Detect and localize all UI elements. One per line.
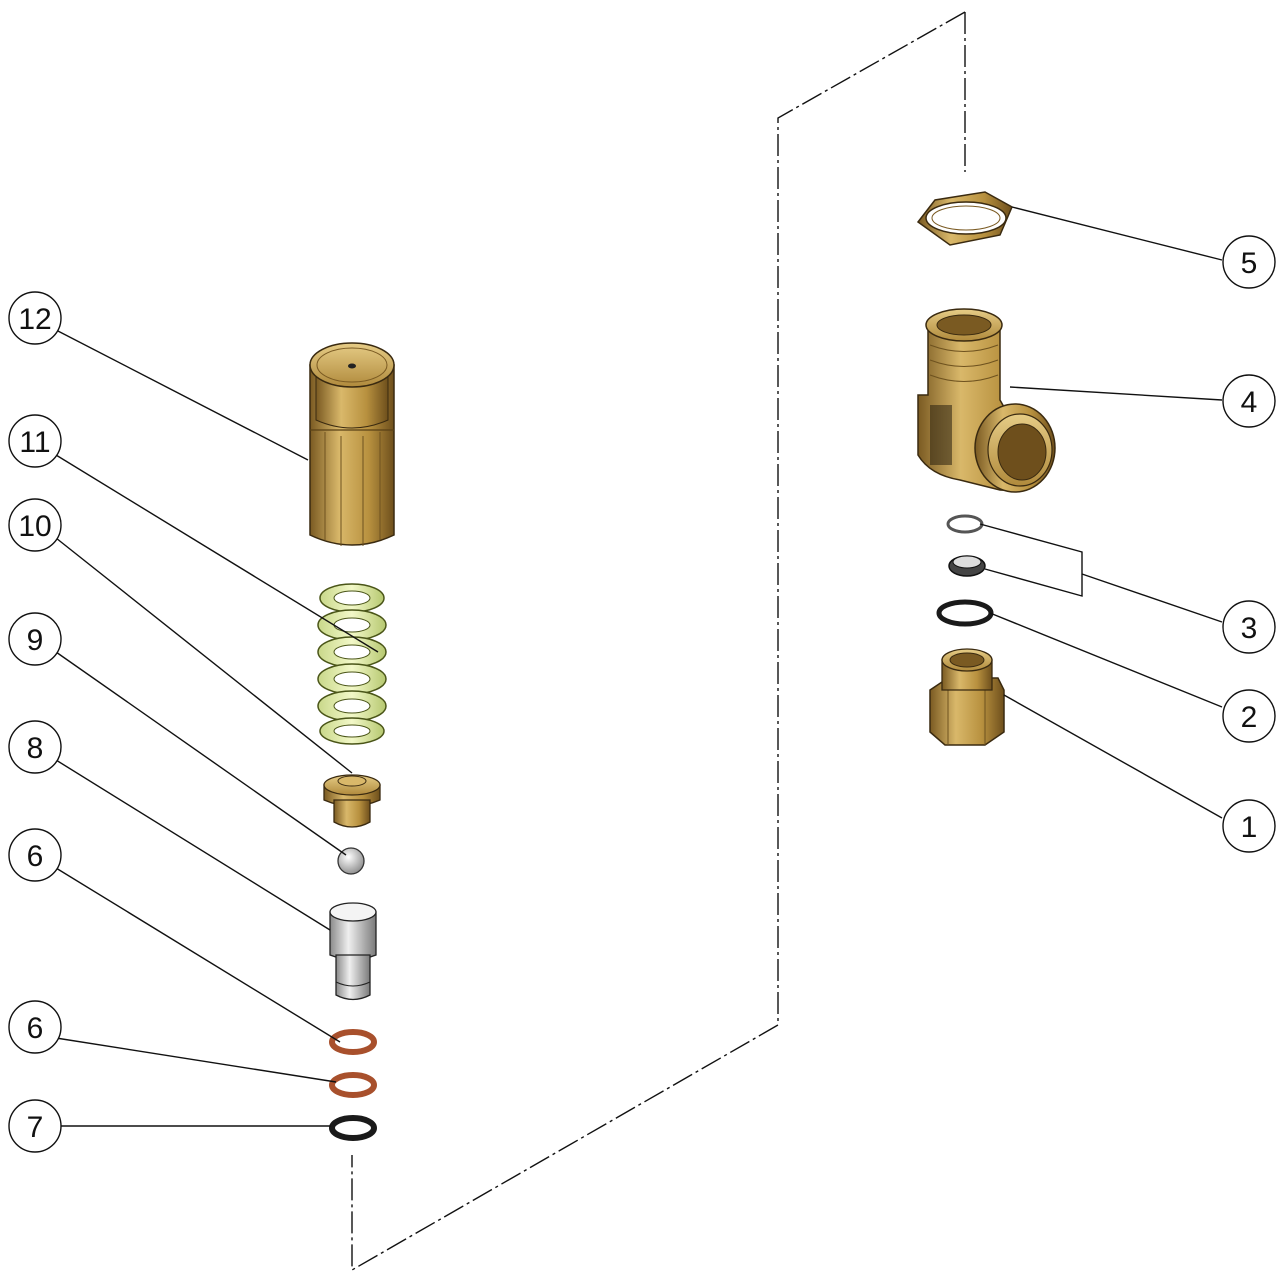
leader-9 — [55, 651, 347, 856]
callout-7-label: 7 — [27, 1111, 44, 1144]
callout-8-label: 8 — [27, 732, 44, 765]
part-5-lock-nut — [916, 191, 1013, 246]
leader-5 — [1011, 206, 1223, 261]
leader-4 — [1009, 386, 1223, 401]
callout-5-label: 5 — [1241, 247, 1258, 280]
part-3-seal-kit — [946, 514, 986, 577]
callout-4: 4 — [1222, 374, 1276, 428]
leader-12 — [55, 329, 309, 461]
part-2-o-ring — [936, 599, 994, 627]
leader-6b — [55, 1037, 337, 1083]
leader-11 — [55, 454, 379, 653]
callout-1-label: 1 — [1241, 811, 1258, 844]
leader-1 — [1003, 694, 1223, 819]
callout-11: 11 — [8, 414, 62, 468]
part-11-spring — [317, 583, 387, 745]
callout-11-label: 11 — [19, 426, 50, 459]
leader-3 — [979, 523, 1083, 597]
callout-10: 10 — [8, 498, 62, 552]
callout-5: 5 — [1222, 235, 1276, 289]
callout-10-label: 10 — [18, 510, 51, 543]
callout-7: 7 — [8, 1099, 62, 1153]
callout-12: 12 — [8, 291, 62, 345]
callout-6-lower-label: 6 — [27, 1012, 44, 1045]
callout-6-lower: 6 — [8, 1000, 62, 1054]
callout-1: 1 — [1222, 799, 1276, 853]
part-10-spring-seat — [323, 774, 381, 828]
callout-3: 3 — [1222, 600, 1276, 654]
assembly-center-line-path — [351, 11, 966, 1272]
part-4-elbow-body — [917, 308, 1056, 493]
part-6-washer-lower — [329, 1072, 377, 1098]
callout-9-label: 9 — [27, 624, 44, 657]
callout-6-upper: 6 — [8, 828, 62, 882]
callout-12-label: 12 — [18, 303, 51, 336]
part-6-washer-upper — [329, 1029, 377, 1055]
leader-6a — [55, 867, 341, 1043]
part-12-valve-cap — [309, 342, 395, 546]
leader-2 — [989, 612, 1223, 708]
callout-9: 9 — [8, 612, 62, 666]
part-1-hex-adapter — [929, 648, 1005, 746]
callout-4-label: 4 — [1241, 386, 1258, 419]
callout-6-upper-label: 6 — [27, 840, 44, 873]
leader-10 — [55, 537, 353, 774]
leader-lines — [55, 206, 1223, 1127]
leader-8 — [55, 759, 331, 931]
part-8-piston — [329, 902, 377, 1001]
callout-2: 2 — [1222, 689, 1276, 743]
callout-3-label: 3 — [1241, 612, 1258, 645]
leader-3-main — [1081, 573, 1223, 623]
callout-2-label: 2 — [1241, 701, 1258, 734]
callout-8: 8 — [8, 720, 62, 774]
part-7-o-ring — [329, 1115, 377, 1141]
